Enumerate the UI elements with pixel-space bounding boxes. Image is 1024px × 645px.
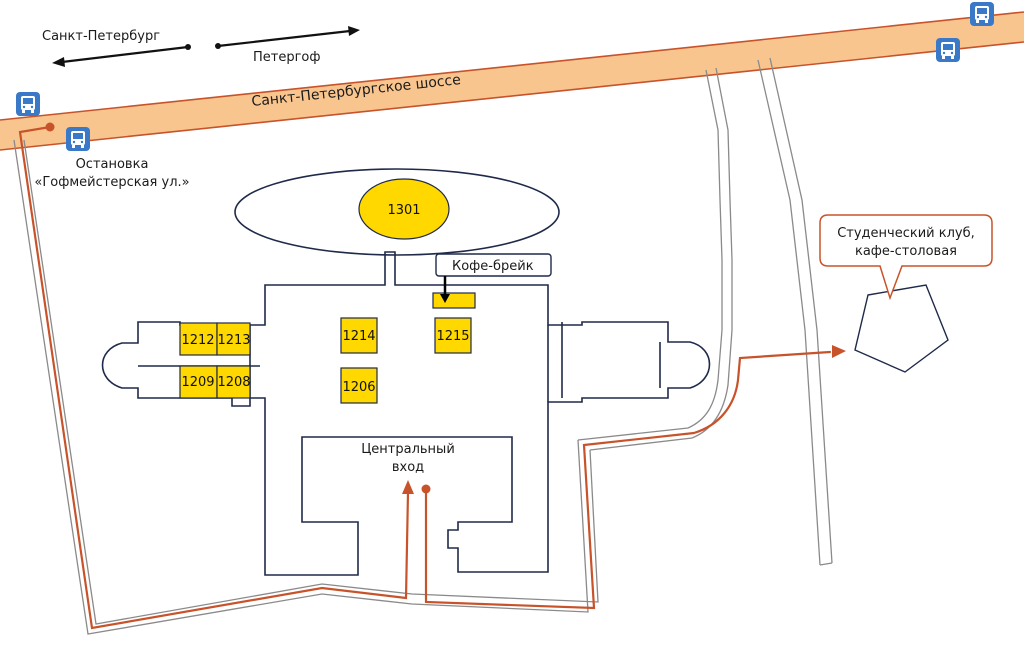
bus-stop-icon (970, 2, 994, 26)
student-club-callout (819, 214, 993, 301)
room-1206 (340, 367, 378, 404)
coffee-break-callout (435, 253, 552, 277)
room-1214 (340, 317, 378, 354)
club-label-line1: Студенческий клуб, (837, 226, 975, 241)
room-1206-label: 1206 (342, 380, 375, 395)
bus-stop-icon (66, 127, 90, 151)
student-club-building (854, 284, 949, 373)
club-label-line2: кафе-столовая (855, 244, 957, 259)
entrance-label-line2: вход (392, 460, 424, 475)
walking-route (18, 125, 832, 630)
direction-peterhof-arrow (348, 26, 360, 36)
room-1208-label: 1208 (217, 375, 250, 390)
room-1209-label: 1209 (181, 375, 214, 390)
room-1214-label: 1214 (342, 329, 375, 344)
room-1208 (216, 365, 251, 399)
room-1213 (216, 322, 251, 356)
direction-spb-label: Санкт-Петербург (42, 29, 160, 44)
room-1301 (358, 178, 450, 240)
direction-peterhof-label: Петергоф (253, 50, 321, 65)
direction-spb-arrow (52, 57, 65, 67)
road-band (0, 12, 1024, 150)
room-1301-label: 1301 (387, 203, 420, 218)
room-1215-label: 1215 (436, 329, 469, 344)
room-1212-label: 1212 (181, 333, 214, 348)
bus-stop-label-line1: Остановка (76, 157, 149, 172)
bus-stop-label-line2: «Гофмейстерская ул.» (34, 175, 189, 190)
room-1215 (434, 317, 472, 354)
room-1213-label: 1213 (217, 333, 250, 348)
club-arrow-head (832, 345, 846, 358)
entrance-label-line1: Центральный (361, 442, 455, 457)
territory-boundary (13, 139, 599, 635)
entrance-arrow-head (402, 480, 414, 494)
coffee-break-label: Кофе-брейк (452, 259, 534, 274)
side-lane (577, 57, 833, 566)
coffee-break-area (432, 292, 476, 309)
room-1209 (179, 365, 218, 399)
bus-stop-icon (936, 38, 960, 62)
bus-stop-icon (16, 92, 40, 116)
